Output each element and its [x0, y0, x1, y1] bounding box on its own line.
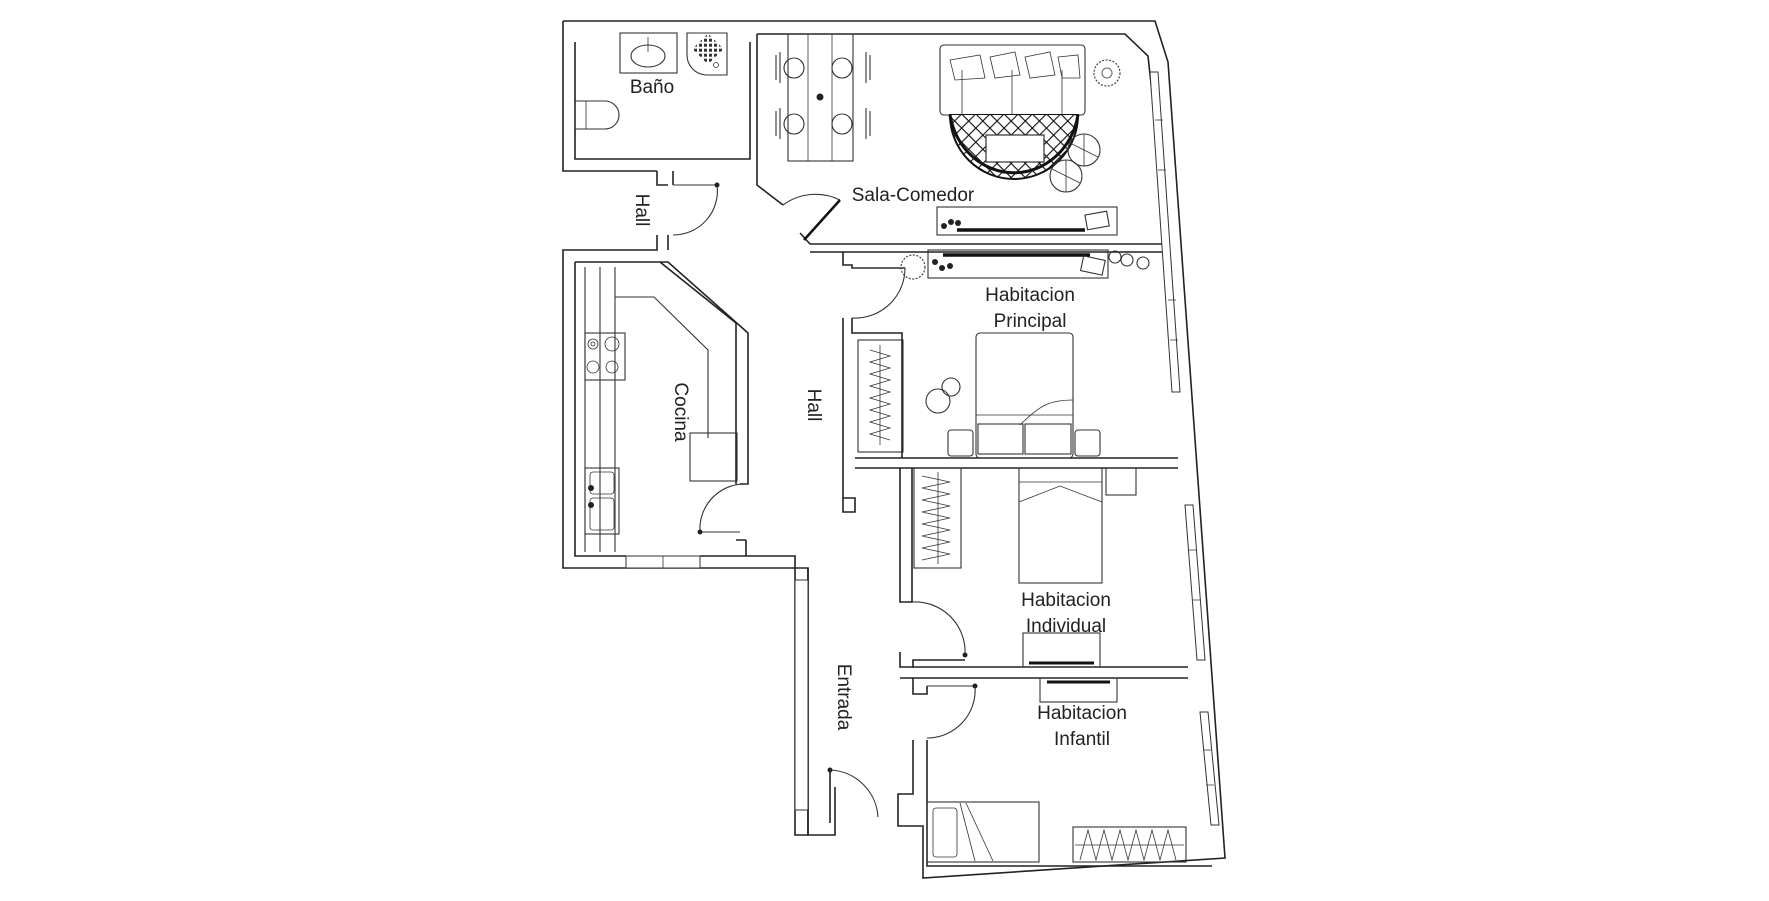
kitchen-fixtures: [584, 267, 738, 552]
dining-area: [775, 33, 871, 162]
nightstand-icon: [1074, 429, 1101, 457]
ottoman-icon: [925, 377, 961, 414]
wardrobe-icon: [1072, 826, 1187, 863]
wardrobe-icon: [913, 467, 962, 569]
tv-unit-icon: [936, 206, 1118, 236]
plant-icon: [1093, 59, 1121, 87]
room-label-bano: Baño: [630, 77, 674, 98]
room-label-sala-comedor: Sala-Comedor: [852, 185, 975, 206]
desk-icon: [1022, 632, 1101, 668]
desk-icon: [1039, 677, 1118, 703]
kitchen-sink-icon: [584, 467, 620, 535]
room-label-cocina: Cocina: [670, 382, 691, 442]
fridge-icon: [689, 432, 738, 482]
nightstand-icon: [947, 429, 974, 457]
single-bedroom-furniture: [913, 467, 1137, 668]
coffee-table-icon: [985, 134, 1045, 163]
shower-icon: [686, 32, 728, 76]
double-bed-icon: [975, 332, 1074, 459]
room-label-entrada: Entrada: [833, 664, 854, 731]
stool-icon: [1108, 250, 1150, 270]
master-bedroom-furniture: [857, 249, 1150, 459]
chair-icon: [775, 52, 871, 139]
room-label-infantil: Habitacion: [1037, 703, 1127, 724]
doors: [672, 182, 978, 818]
room-label-infantil-2: Infantil: [1054, 729, 1110, 750]
nightstand-icon: [1105, 467, 1137, 496]
tv-unit-icon: [927, 249, 1109, 279]
wardrobe-icon: [857, 339, 904, 453]
room-label-hall-mid: Hall: [803, 389, 824, 422]
sink-icon: [619, 32, 678, 74]
double-bed-icon: [1018, 467, 1103, 584]
room-label-principal: Habitacion: [985, 285, 1075, 306]
sofa-icon: [939, 44, 1086, 116]
windows: [625, 71, 1220, 826]
plant-icon: [900, 254, 926, 280]
room-labels: Baño Sala-Comedor Hall Cocina Hall Habit…: [630, 77, 1127, 750]
living-area: [936, 44, 1121, 236]
room-label-principal-2: Principal: [994, 311, 1067, 332]
single-bed-icon: [926, 801, 1040, 863]
walls: [562, 20, 1226, 879]
room-label-hall-top: Hall: [631, 194, 652, 227]
room-label-individual: Habitacion: [1021, 590, 1111, 611]
pouf-icon: [1049, 133, 1101, 193]
room-label-individual-2: Individual: [1026, 616, 1106, 637]
dining-table-icon: [787, 33, 854, 162]
toilet-icon: [574, 100, 620, 130]
stove-icon: [584, 332, 626, 381]
kids-bedroom-furniture: [926, 677, 1187, 863]
